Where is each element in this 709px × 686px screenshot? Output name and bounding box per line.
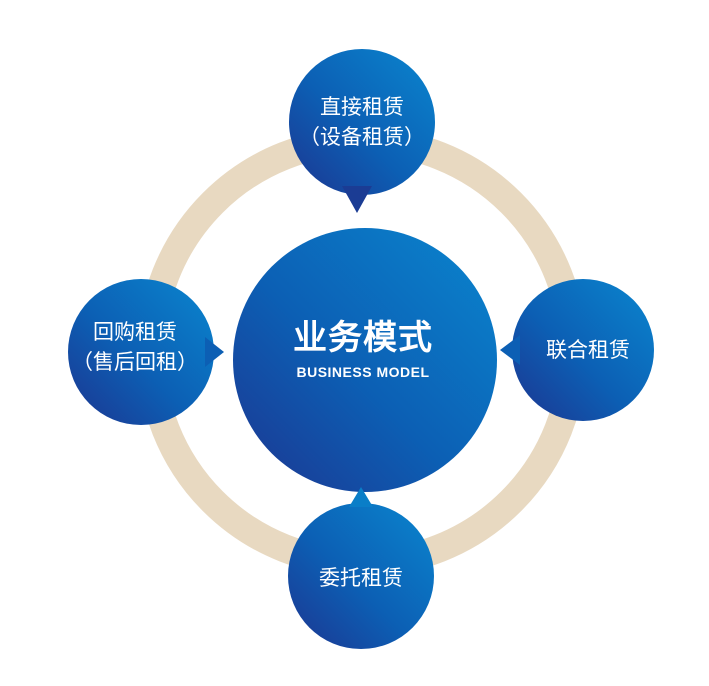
node-bottom-line1: 委托租赁: [319, 566, 403, 590]
node-top-label: 直接租赁 （设备租赁）: [299, 92, 425, 152]
node-left-line2: （售后回租）: [72, 350, 198, 374]
node-left-bubble: [68, 279, 224, 425]
node-right-label: 联合租赁: [546, 335, 630, 365]
node-bottom-bubble: [288, 487, 434, 649]
node-top-line2: （设备租赁）: [299, 125, 425, 149]
node-left-label: 回购租赁 （售后回租）: [72, 317, 198, 377]
center-label: 业务模式 BUSINESS MODEL: [293, 318, 433, 382]
node-left-line1: 回购租赁: [93, 320, 177, 344]
center-circle: [233, 228, 497, 492]
node-right-line1: 联合租赁: [546, 338, 630, 362]
node-right-bubble: [500, 279, 654, 421]
node-top-line1: 直接租赁: [320, 95, 404, 119]
center-subtitle: BUSINESS MODEL: [296, 364, 430, 380]
center-title: 业务模式: [293, 318, 433, 358]
node-top-bubble: [289, 49, 435, 213]
node-bottom-label: 委托租赁: [319, 563, 403, 593]
